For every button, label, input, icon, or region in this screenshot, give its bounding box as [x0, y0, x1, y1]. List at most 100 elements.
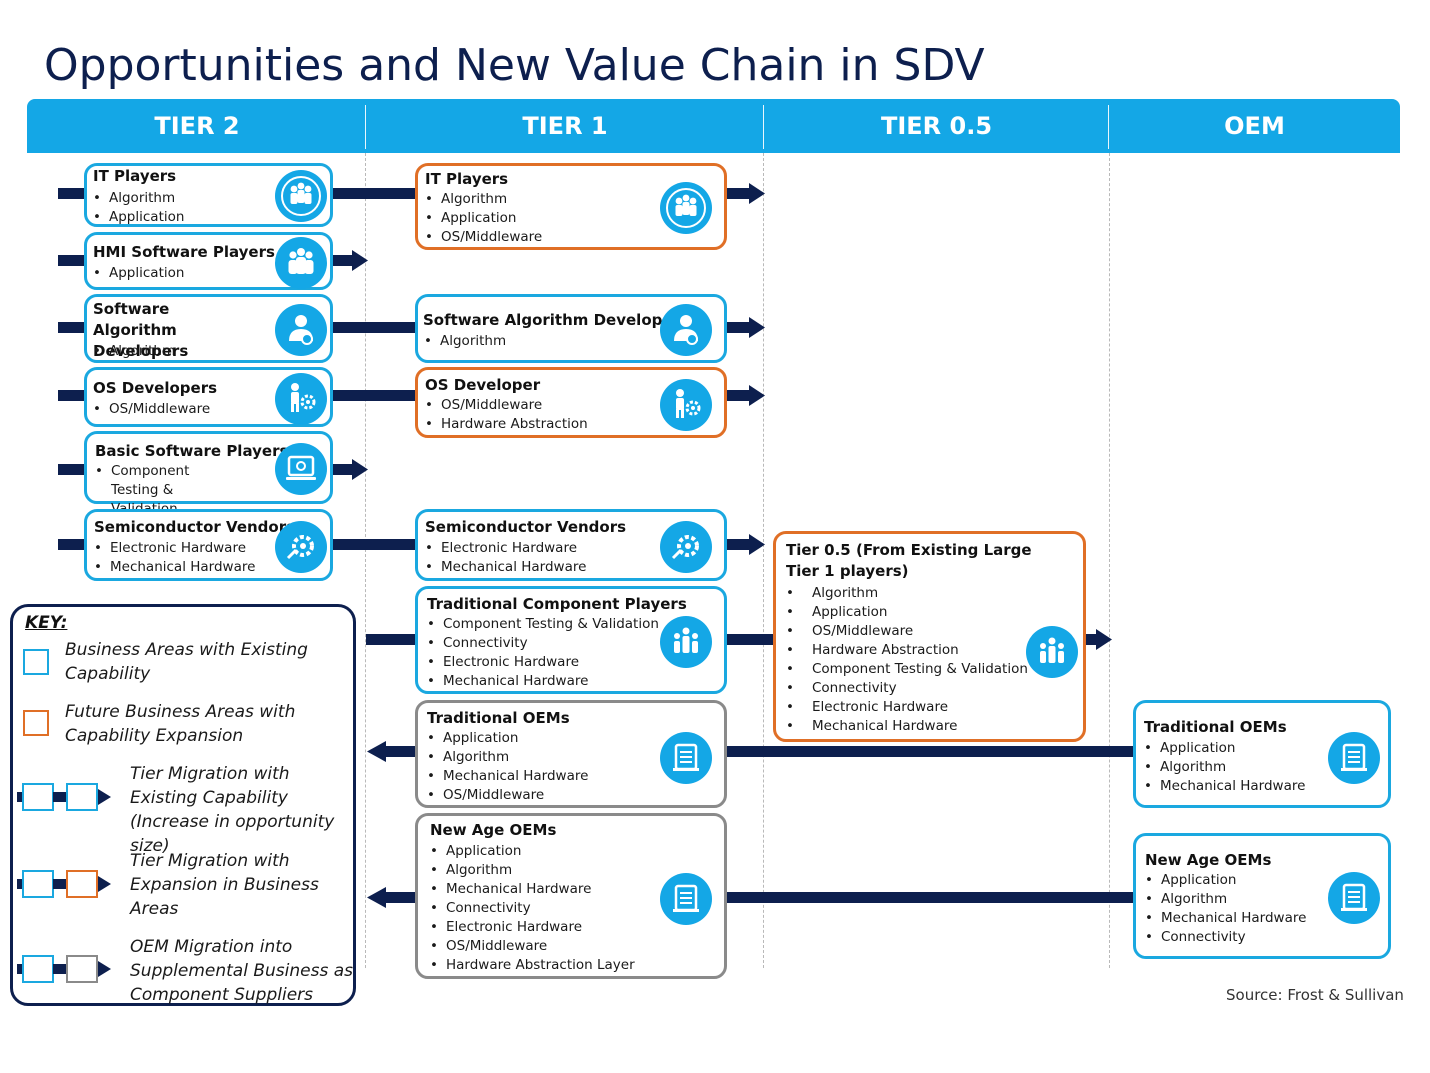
column-divider — [1109, 153, 1110, 968]
card-item: OS/Middleware — [429, 937, 635, 956]
card-item: OS/Middleware — [424, 396, 588, 415]
connector-bar — [1085, 634, 1097, 645]
card-item: Algorithm — [426, 748, 588, 767]
connector-bar — [385, 746, 418, 757]
card-item: Electronic Hardware — [429, 918, 635, 937]
tier1-it-players-card: IT Players Algorithm Application OS/Midd… — [415, 163, 727, 250]
card-item: Application — [785, 603, 1028, 622]
tier05-players-card: Tier 0.5 (From Existing Large Tier 1 pla… — [773, 531, 1086, 742]
tier-2-header: TIER 2 — [154, 112, 240, 140]
tier2-software-algorithm-developers-card: Software Algorithm Developers Algorithm — [84, 294, 333, 363]
column-divider — [763, 153, 764, 968]
card-title: Basic Software Players — [95, 442, 289, 460]
card-item: Mechanical Hardware — [1143, 777, 1305, 796]
connector-bar — [725, 539, 750, 550]
document-icon — [660, 873, 712, 925]
card-item: Connectivity — [785, 679, 1028, 698]
card-item: Electronic Hardware — [426, 653, 659, 672]
future-expansion-swatch — [23, 710, 49, 736]
card-item: Algorithm — [423, 332, 506, 351]
card-item: Application — [92, 264, 184, 283]
card-items: Algorithm Application — [92, 189, 184, 227]
header-divider — [1108, 105, 1109, 149]
legend-key: KEY: Business Areas with Existing Capabi… — [10, 604, 356, 1006]
arrow-right-icon — [749, 183, 765, 204]
card-item: Mechanical Hardware — [1144, 909, 1306, 928]
card-item: Algorithm — [1143, 758, 1305, 777]
team-icon — [660, 616, 712, 668]
tier1-new-age-oems-card: New Age OEMs Application Algorithm Mecha… — [415, 813, 727, 979]
card-title: Traditional OEMs — [1144, 718, 1287, 736]
tier2-os-developers-card: OS Developers OS/Middleware — [84, 367, 333, 427]
connector-bar — [725, 188, 750, 199]
card-items: Algorithm Application OS/Middleware Hard… — [785, 584, 1028, 736]
card-title: Software Algorithm Developers — [423, 311, 689, 329]
connector-bar — [331, 255, 353, 266]
card-item: Application — [1144, 871, 1306, 890]
header-divider — [763, 105, 764, 149]
card-items: OS/Middleware — [92, 400, 210, 419]
card-title: Semiconductor Vendors — [94, 518, 296, 536]
card-item: Mechanical Hardware — [426, 767, 588, 786]
card-item: OS/Middleware — [785, 622, 1028, 641]
document-icon — [1328, 732, 1380, 784]
connector-bar — [331, 390, 417, 401]
card-title: Traditional Component Players — [427, 595, 687, 613]
key-oem-migration-label: OEM Migration into Supplemental Business… — [130, 937, 353, 1005]
key-title: KEY: — [25, 613, 68, 633]
existing-capability-swatch — [23, 649, 49, 675]
connector-bar — [331, 464, 353, 475]
tier1-traditional-component-players-card: Traditional Component Players Component … — [415, 586, 727, 694]
card-items: OS/Middleware Hardware Abstraction — [424, 396, 588, 434]
connector-bar — [58, 322, 86, 333]
card-title: OS Developers — [93, 379, 218, 397]
connector-bar — [725, 390, 750, 401]
oem-header: OEM — [1224, 112, 1285, 140]
card-item: Hardware Abstraction Layer — [429, 956, 635, 975]
card-title: Traditional OEMs — [427, 709, 570, 727]
source-note: Source: Frost & Sullivan — [1226, 986, 1404, 1004]
card-item: Algorithm — [92, 189, 184, 208]
card-item: Mechanical Hardware — [424, 558, 586, 577]
arrow-right-icon — [352, 459, 368, 480]
tier-0-5-header: TIER 0.5 — [880, 112, 993, 140]
tier1-software-algorithm-developers-card: Software Algorithm Developers Algorithm — [415, 294, 727, 363]
card-item: Hardware Abstraction — [785, 641, 1028, 660]
card-title: IT Players — [425, 170, 509, 188]
card-title: HMI Software Players — [93, 243, 275, 261]
migration-existing-icon — [17, 783, 111, 811]
card-items: Application — [92, 264, 184, 283]
card-item: OS/Middleware — [424, 228, 542, 247]
tier-header-bar: TIER 2 TIER 1 TIER 0.5 OEM — [27, 99, 1400, 153]
card-title: Semiconductor Vendors — [425, 518, 627, 536]
card-item: Mechanical Hardware — [429, 880, 635, 899]
card-item: Application — [1143, 739, 1305, 758]
os-developer-icon — [660, 379, 712, 431]
developer-gear-icon — [275, 304, 327, 356]
semiconductor-gear-icon — [660, 521, 712, 573]
key-migration-existing-label: Tier Migration with Existing Capability … — [130, 764, 335, 856]
arrow-left-icon — [367, 887, 386, 908]
card-item: Component Testing & Validation — [785, 660, 1028, 679]
it-players-icon — [660, 182, 712, 234]
card-item: Mechanical Hardware — [93, 558, 255, 577]
card-item: Application — [429, 842, 635, 861]
card-item: Algorithm — [785, 584, 1028, 603]
card-item: Electronic Hardware — [785, 698, 1028, 717]
card-item: Algorithm — [424, 190, 542, 209]
page-title: Opportunities and New Value Chain in SDV — [44, 40, 985, 91]
card-item: Algorithm — [429, 861, 635, 880]
document-icon — [660, 732, 712, 784]
card-item: Application — [426, 729, 588, 748]
card-item: OS/Middleware — [426, 786, 588, 805]
card-items: Application Algorithm Mechanical Hardwar… — [1144, 871, 1306, 947]
arrow-right-icon — [352, 250, 368, 271]
team-icon — [1026, 626, 1078, 678]
card-items: Algorithm — [92, 342, 175, 361]
oem-traditional-oems-card: Traditional OEMs Application Algorithm M… — [1133, 700, 1391, 808]
column-divider — [365, 153, 366, 968]
card-item: Electronic Hardware — [93, 539, 255, 558]
arrow-right-icon — [749, 385, 765, 406]
card-items: Algorithm — [423, 332, 506, 351]
